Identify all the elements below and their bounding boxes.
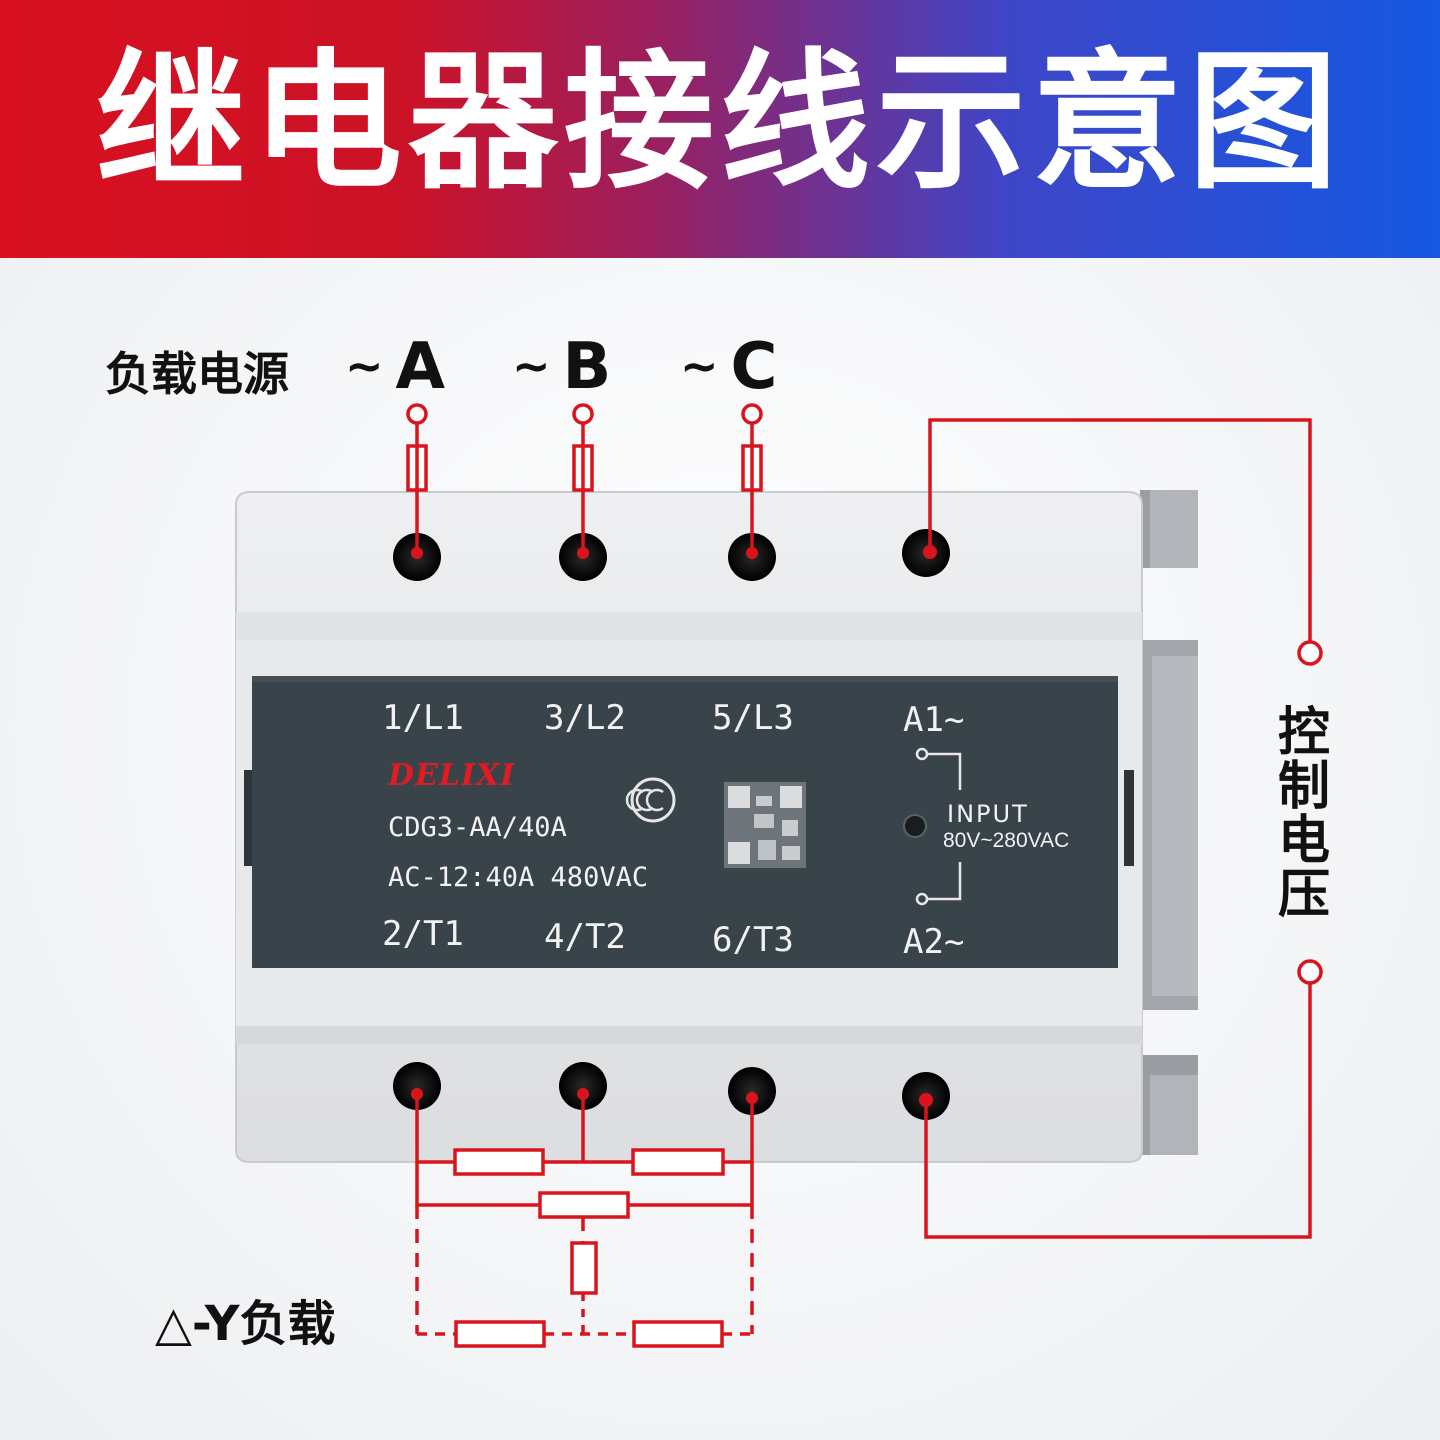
terminal-label-1-l1: 1/L1 [382, 698, 464, 738]
page-title: 继电器接线示意图 [95, 36, 1344, 210]
title-banner: 继电器接线示意图 [0, 0, 1440, 258]
brand-logo: DELIXI [388, 758, 516, 793]
model-number: CDG3-AA/40A [388, 812, 567, 843]
relay-face-panel [252, 676, 1118, 968]
input-indicator-led [903, 814, 927, 838]
control-voltage-label: 控制电压 [1277, 703, 1330, 925]
terminal-label-a1: A1~ [903, 700, 965, 740]
terminal-label-a2: A2~ [903, 922, 965, 962]
terminal-label-3-l2: 3/L2 [544, 698, 626, 738]
phase-c-label: ~C [680, 330, 778, 404]
phase-a-label: ~A [345, 330, 446, 404]
ccc-mark [625, 777, 676, 823]
input-bracket [915, 747, 962, 906]
terminal-label-5-l3: 5/L3 [712, 698, 794, 738]
heatsink [1140, 490, 1198, 1155]
input-label: INPUT [947, 800, 1029, 828]
terminal-label-2-t1: 2/T1 [382, 914, 464, 954]
terminal-dots [411, 545, 937, 1107]
wiring [406, 403, 1323, 1348]
terminal-label-4-t2: 4/T2 [544, 917, 626, 957]
rating-text: AC-12:40A 480VAC [388, 862, 649, 893]
load-type-label: △-Y负载 [155, 1296, 336, 1352]
qr-code [724, 782, 806, 868]
load-power-label: 负载电源 [105, 347, 289, 401]
bottom-terminals [393, 1062, 950, 1120]
phase-b-label: ~B [512, 330, 612, 404]
input-range: 80V~280VAC [943, 829, 1070, 852]
terminal-label-6-t3: 6/T3 [712, 920, 794, 960]
